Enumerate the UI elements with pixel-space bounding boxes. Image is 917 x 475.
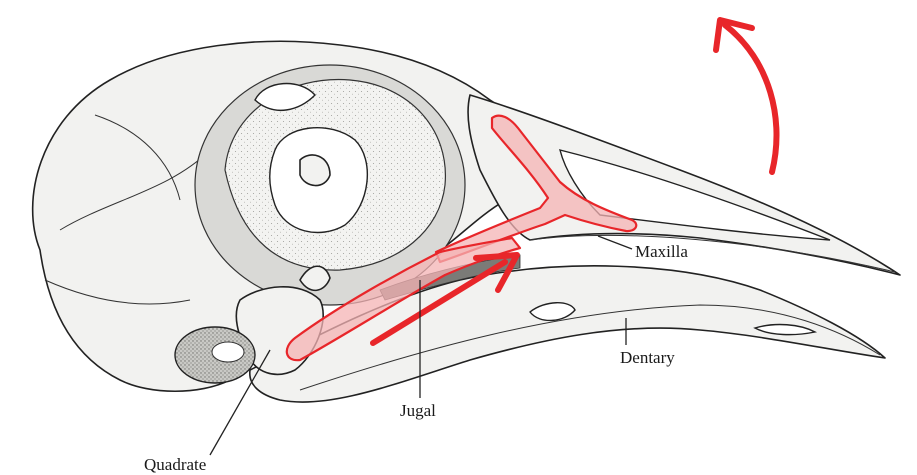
dentary-label: Dentary	[620, 348, 675, 367]
jugal-label: Jugal	[400, 401, 436, 420]
maxilla-leader	[598, 236, 632, 249]
maxilla-label: Maxilla	[635, 242, 688, 261]
ear-inner	[212, 342, 244, 362]
curved-arrow-up-icon	[716, 20, 777, 172]
quadrate-label: Quadrate	[144, 455, 206, 474]
